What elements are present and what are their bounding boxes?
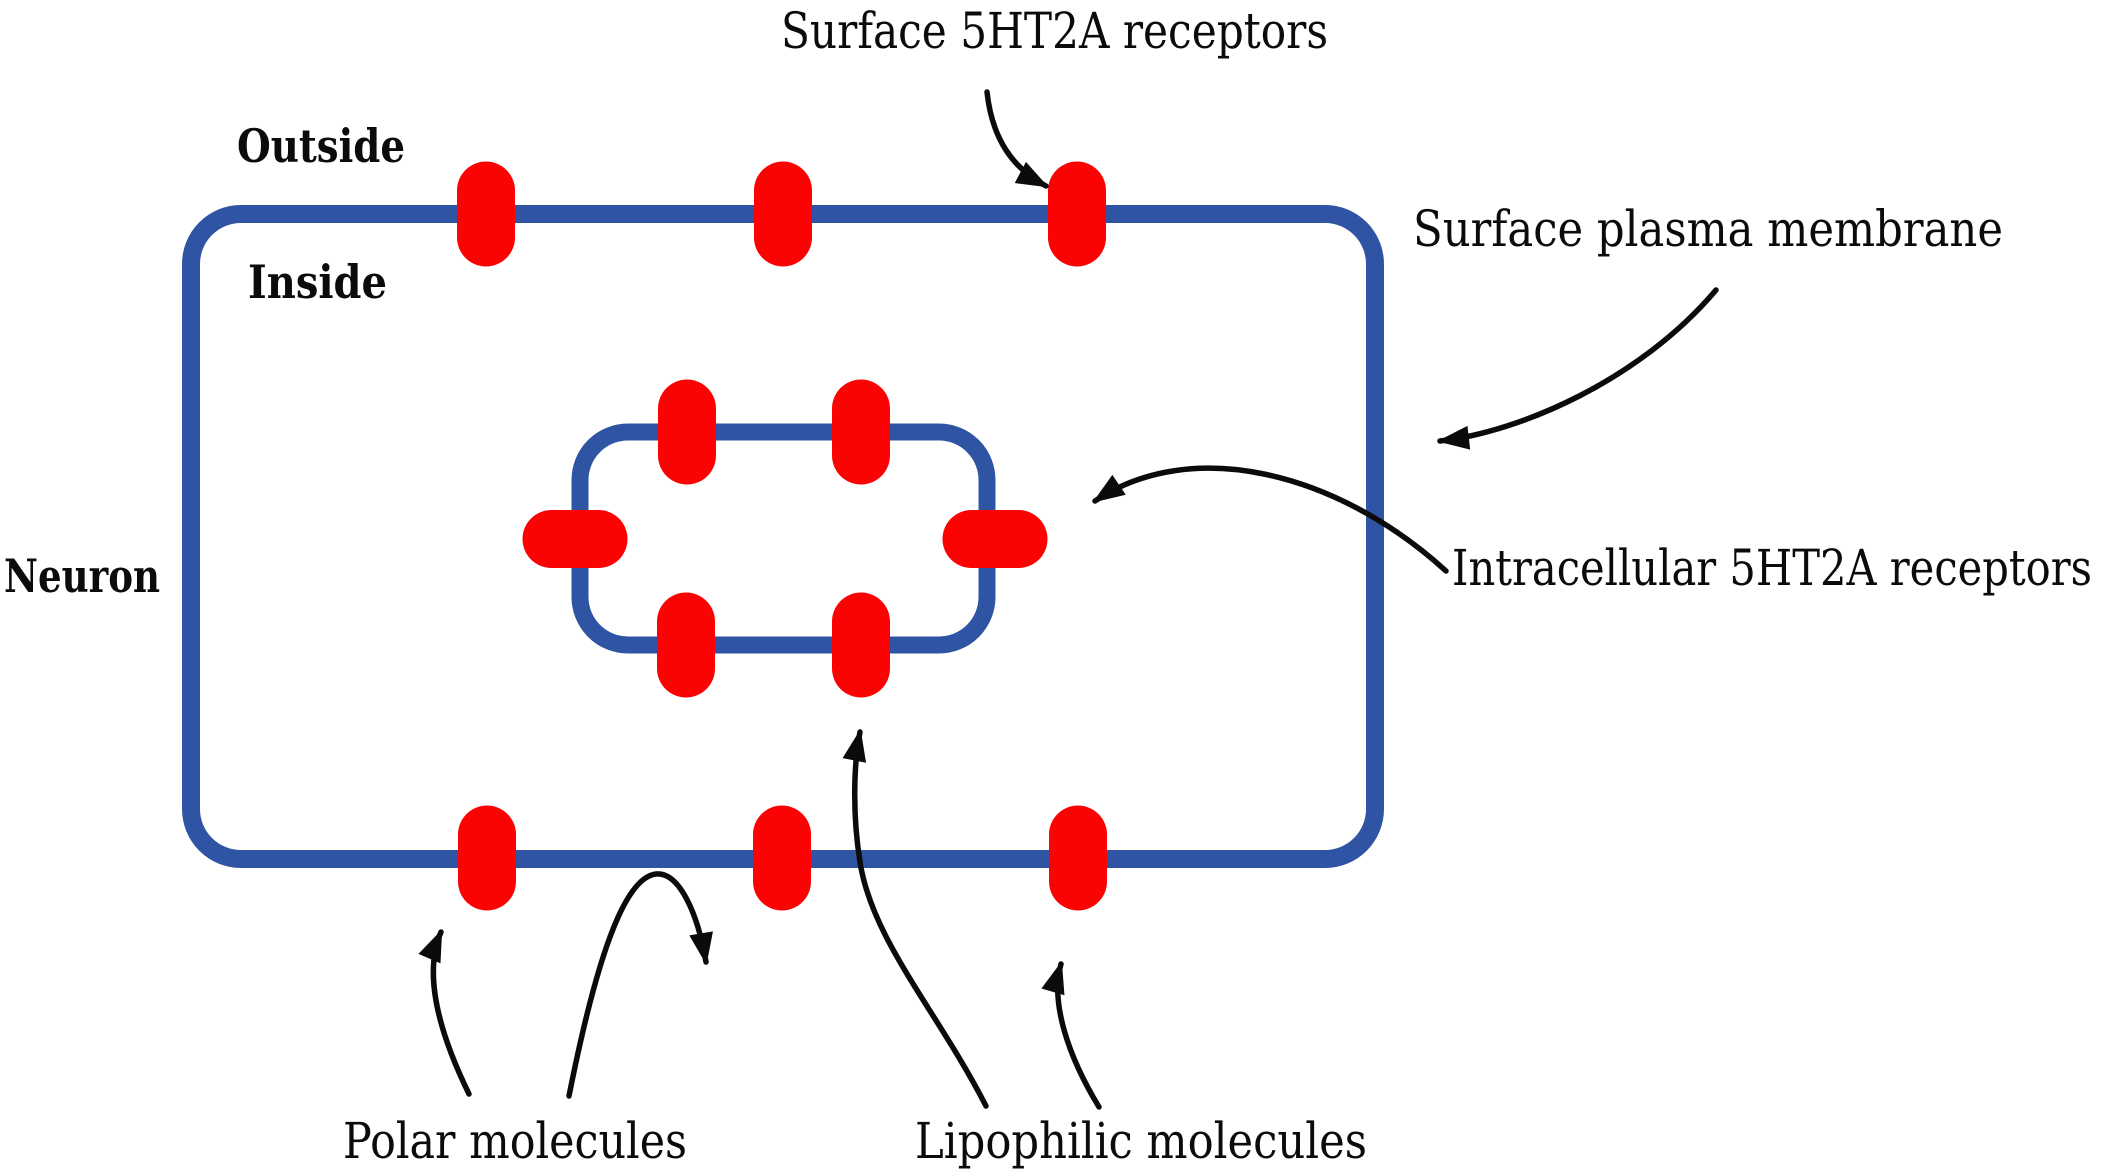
inside-label: Inside	[248, 255, 387, 309]
polar-molecules-arrow-up	[418, 929, 472, 1097]
lipophilic-molecules-label: Lipophilic molecules	[915, 1112, 1367, 1170]
surface-receptor-bottom-1	[458, 805, 516, 911]
plasma-membrane-label: Surface plasma membrane	[1413, 200, 2003, 258]
surface-receptor-top-3	[1048, 161, 1106, 267]
intracellular-receptor-top-2	[832, 379, 890, 485]
intracellular-receptors-arrow	[1092, 465, 1449, 574]
surface-receptor-top-2	[754, 161, 812, 267]
outside-label: Outside	[237, 119, 405, 173]
surface-receptors-arrow	[984, 89, 1049, 189]
polar-molecules-arrow-bounce	[566, 871, 713, 1099]
surface-receptors-label: Surface 5HT2A receptors	[781, 2, 1328, 60]
intracellular-receptor-right	[942, 510, 1048, 568]
intracellular-receptor-bottom-1	[657, 592, 715, 698]
lipophilic-molecules-arrow-right	[1041, 961, 1102, 1110]
intracellular-receptor-left	[522, 510, 628, 568]
intracellular-receptors-label: Intracellular 5HT2A receptors	[1452, 539, 2092, 597]
neuron-label: Neuron	[4, 549, 160, 603]
plasma-membrane-arrow	[1437, 287, 1719, 450]
surface-receptor-bottom-2	[753, 805, 811, 911]
intracellular-receptor-top-1	[658, 379, 716, 485]
annotation-arrows	[418, 89, 1719, 1110]
surface-plasma-membrane-outline	[182, 205, 1384, 868]
polar-molecules-label: Polar molecules	[343, 1112, 687, 1170]
lipophilic-molecules-arrow-cross	[842, 729, 989, 1109]
receptor-group	[457, 161, 1107, 911]
surface-receptor-bottom-3	[1049, 805, 1107, 911]
intracellular-receptor-bottom-2	[832, 592, 890, 698]
intracellular-vesicle-outline	[571, 423, 996, 654]
surface-receptor-top-1	[457, 161, 515, 267]
